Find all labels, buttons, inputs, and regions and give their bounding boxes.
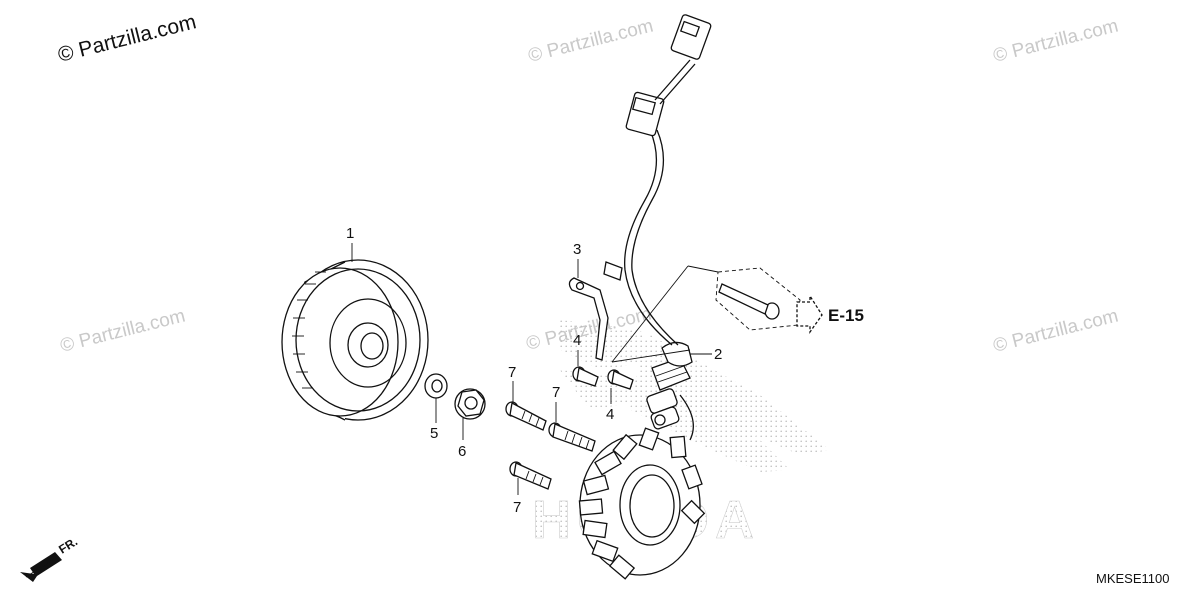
watermark: © Partzilla.com xyxy=(991,306,1120,357)
reference-e15: E-15 xyxy=(828,306,864,325)
bolt-7-upper-right xyxy=(548,422,596,452)
callout-3: 3 xyxy=(573,241,581,258)
callout-4: 4 xyxy=(606,406,614,423)
washer xyxy=(424,373,448,399)
callout-7: 7 xyxy=(513,499,521,516)
bolt-4-right xyxy=(607,369,634,390)
callout-6: 6 xyxy=(458,443,466,460)
watermark: © Partzilla.com xyxy=(58,306,187,357)
leader-lines xyxy=(351,243,712,495)
watermark-main: © Partzilla.com xyxy=(56,10,199,67)
callout-2: 2 xyxy=(714,346,722,363)
callout-7: 7 xyxy=(508,364,516,381)
callout-1: 1 xyxy=(346,225,354,242)
watermark: © Partzilla.com xyxy=(991,16,1120,67)
wire-harness xyxy=(624,14,712,346)
bolt-7-lower xyxy=(509,461,552,490)
callout-4: 4 xyxy=(573,332,581,349)
callout-5: 5 xyxy=(430,425,438,442)
watermark: © Partzilla.com xyxy=(526,16,655,67)
bolt-7-upper-left xyxy=(505,401,547,431)
diagram-code: MKESE1100 xyxy=(1096,571,1169,586)
reference-box xyxy=(611,265,823,363)
stator-assembly xyxy=(578,341,706,580)
front-direction-label: FR. xyxy=(56,534,80,556)
callout-7: 7 xyxy=(552,384,560,401)
bolt-4-left xyxy=(572,366,599,387)
wire-clamp xyxy=(568,261,623,361)
front-direction-arrow xyxy=(20,552,62,582)
flange-nut xyxy=(454,388,486,420)
flywheel xyxy=(281,259,429,421)
